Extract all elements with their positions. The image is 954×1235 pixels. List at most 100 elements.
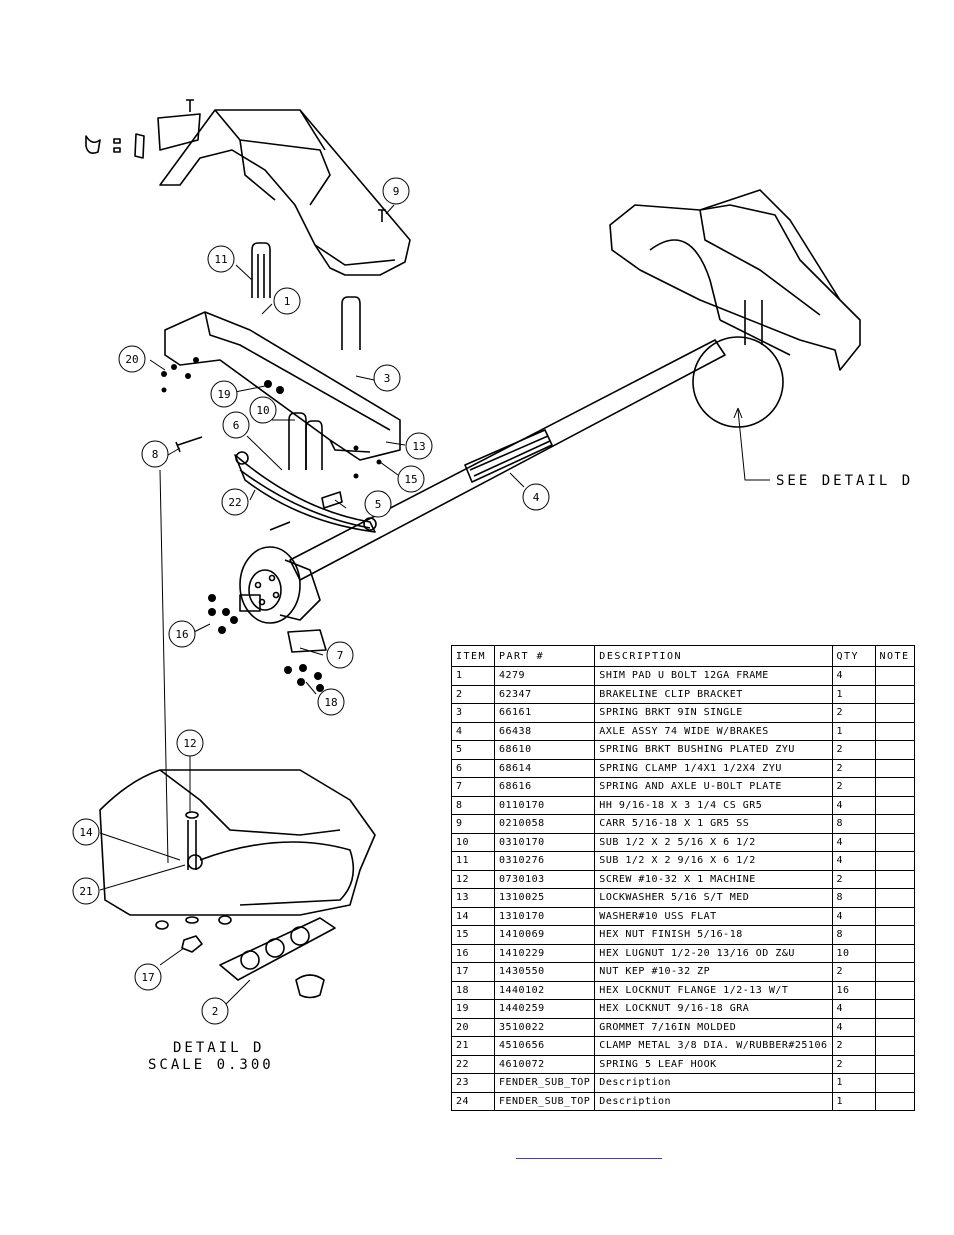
bom-cell-part: 62347 xyxy=(493,684,596,704)
bom-cell-note xyxy=(874,962,915,982)
svg-text:20: 20 xyxy=(125,353,138,366)
bom-cell-part: 1410069 xyxy=(493,925,596,945)
bom-cell-description: Description xyxy=(594,1091,833,1111)
bom-cell-note xyxy=(874,666,915,686)
bom-cell-description: SPRING BRKT BUSHING PLATED ZYU xyxy=(594,740,833,760)
bom-cell-note xyxy=(874,943,915,963)
bom-cell-description: SPRING CLAMP 1/4X1 1/2X4 ZYU xyxy=(594,758,833,778)
bom-cell-part: 68610 xyxy=(493,740,596,760)
bom-cell-note xyxy=(874,1036,915,1056)
bom-cell-qty: 4 xyxy=(831,832,876,852)
callout-17: 17 xyxy=(134,963,162,991)
callout-8: 8 xyxy=(141,440,169,468)
bom-cell-part: 0210058 xyxy=(493,814,596,834)
bom-cell-item: 21 xyxy=(451,1036,495,1056)
svg-text:4: 4 xyxy=(533,491,540,504)
bom-cell-part: 1410229 xyxy=(493,943,596,963)
bom-cell-description: SUB 1/2 X 2 5/16 X 6 1/2 xyxy=(594,832,833,852)
svg-text:13: 13 xyxy=(412,440,425,453)
bom-cell-item: 22 xyxy=(451,1054,495,1074)
bom-cell-qty: 4 xyxy=(831,999,876,1019)
bom-cell-note xyxy=(874,1073,915,1093)
svg-text:11: 11 xyxy=(214,253,227,266)
bom-cell-note xyxy=(874,777,915,797)
callout-1: 1 xyxy=(273,287,301,315)
bom-cell-note xyxy=(874,1017,915,1037)
footer-link-underline[interactable] xyxy=(516,1158,662,1159)
bom-cell-part: FENDER_SUB_TOP xyxy=(493,1073,596,1093)
bom-cell-qty: 8 xyxy=(831,888,876,908)
bom-cell-part: 4510656 xyxy=(493,1036,596,1056)
bom-cell-note xyxy=(874,1091,915,1111)
bom-cell-description: NUT KEP #10-32 ZP xyxy=(594,962,833,982)
svg-text:15: 15 xyxy=(404,473,417,486)
callout-22: 22 xyxy=(221,488,249,516)
bom-cell-note xyxy=(874,906,915,926)
svg-text:21: 21 xyxy=(79,885,92,898)
bom-cell-description: LOCKWASHER 5/16 S/T MED xyxy=(594,888,833,908)
bom-cell-description: SPRING AND AXLE U-BOLT PLATE xyxy=(594,777,833,797)
bom-cell-description: CARR 5/16-18 X 1 GR5 SS xyxy=(594,814,833,834)
detail-d-circle xyxy=(692,336,784,428)
bom-cell-description: WASHER#10 USS FLAT xyxy=(594,906,833,926)
detail-title: DETAIL D xyxy=(173,1040,264,1056)
callout-9: 9 xyxy=(382,177,410,205)
bom-cell-description: Description xyxy=(594,1073,833,1093)
svg-text:22: 22 xyxy=(228,496,241,509)
svg-text:18: 18 xyxy=(324,696,337,709)
callout-18: 18 xyxy=(317,688,345,716)
callout-balloons: 1 2 3 4 5 6 7 8 9 10 11 12 13 14 15 16 1… xyxy=(72,177,550,1025)
bom-cell-note xyxy=(874,795,915,815)
svg-text:19: 19 xyxy=(217,388,230,401)
callout-5: 5 xyxy=(364,490,392,518)
bom-cell-item: 14 xyxy=(451,906,495,926)
bom-cell-description: GROMMET 7/16IN MOLDED xyxy=(594,1017,833,1037)
bom-cell-part: FENDER_SUB_TOP xyxy=(493,1091,596,1111)
bom-cell-item: 24 xyxy=(451,1091,495,1111)
bom-cell-description: SPRING BRKT 9IN SINGLE xyxy=(594,703,833,723)
bom-cell-description: HEX NUT FINISH 5/16-18 xyxy=(594,925,833,945)
bom-cell-qty: 2 xyxy=(831,740,876,760)
bom-cell-qty: 4 xyxy=(831,795,876,815)
bom-cell-part: 1430550 xyxy=(493,962,596,982)
bom-cell-qty: 2 xyxy=(831,703,876,723)
bom-cell-part: 66161 xyxy=(493,703,596,723)
bom-cell-qty: 1 xyxy=(831,1073,876,1093)
bom-cell-description: SPRING 5 LEAF HOOK xyxy=(594,1054,833,1074)
spring-bracket-left xyxy=(164,311,401,461)
bom-cell-item: 12 xyxy=(451,869,495,889)
bom-cell-note xyxy=(874,980,915,1000)
bom-cell-note xyxy=(874,740,915,760)
bom-cell-note xyxy=(874,851,915,871)
bom-cell-qty: 4 xyxy=(831,906,876,926)
callout-16: 16 xyxy=(168,620,196,648)
bom-cell-note xyxy=(874,888,915,908)
bom-cell-part: 1310025 xyxy=(493,888,596,908)
callout-10: 10 xyxy=(249,396,277,424)
callout-7: 7 xyxy=(326,641,354,669)
bom-cell-description: SCREW #10-32 X 1 MACHINE xyxy=(594,869,833,889)
bom-cell-item: 20 xyxy=(451,1017,495,1037)
svg-text:1: 1 xyxy=(284,295,291,308)
bom-cell-qty: 4 xyxy=(831,851,876,871)
left-fender xyxy=(157,109,411,276)
bom-cell-description: HEX LOCKNUT FLANGE 1/2-13 W/T xyxy=(594,980,833,1000)
bom-cell-part: 1440102 xyxy=(493,980,596,1000)
bom-cell-qty: 10 xyxy=(831,943,876,963)
bom-cell-note xyxy=(874,684,915,704)
